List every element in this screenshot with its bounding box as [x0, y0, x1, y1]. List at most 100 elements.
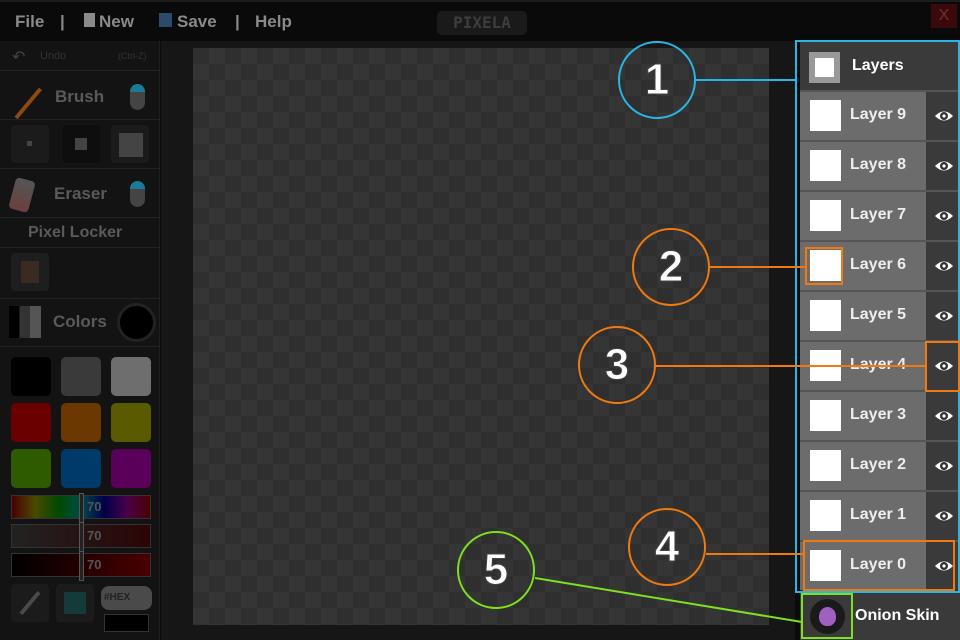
- visibility-toggle[interactable]: [926, 92, 960, 140]
- callout-4: 4: [628, 508, 706, 586]
- highlight-layer-thumbnail: [805, 247, 843, 285]
- eye-icon: [935, 361, 953, 371]
- color-swatch[interactable]: [61, 403, 101, 442]
- color-swatch[interactable]: [61, 449, 101, 488]
- eye-icon: [935, 461, 953, 471]
- colors-header: Colors: [0, 300, 160, 347]
- current-color[interactable]: [117, 303, 156, 342]
- palette-icon: [9, 306, 41, 338]
- visibility-toggle[interactable]: [926, 492, 960, 540]
- color-swatch[interactable]: [61, 357, 101, 396]
- brush-size-small[interactable]: [11, 125, 49, 163]
- layer-row[interactable]: Layer 2: [800, 440, 960, 490]
- eye-icon: [935, 211, 953, 221]
- layer-row[interactable]: Layer 8: [800, 140, 960, 190]
- menu-file[interactable]: File: [15, 12, 45, 31]
- brush-size-large[interactable]: [111, 125, 149, 163]
- visibility-toggle[interactable]: [926, 242, 960, 290]
- menu-bar: File | New Save | Help PIXELA X: [0, 0, 960, 41]
- layer-label: Layer 7: [850, 206, 907, 223]
- layer-thumbnail: [810, 300, 841, 331]
- visibility-toggle[interactable]: [926, 392, 960, 440]
- menu-new[interactable]: New: [84, 12, 134, 32]
- eyedropper-button[interactable]: [11, 584, 49, 622]
- layer-select[interactable]: Layer 3: [800, 392, 926, 440]
- callout-2: 2: [632, 228, 710, 306]
- hex-input[interactable]: #HEX: [101, 586, 152, 610]
- undo-icon: ↶: [12, 49, 26, 66]
- layer-thumbnail: [810, 150, 841, 181]
- lock-character-icon: [21, 261, 39, 283]
- undo-button[interactable]: ↶ Undo (Ctrl-Z): [0, 41, 160, 71]
- visibility-toggle[interactable]: [926, 292, 960, 340]
- layer-select[interactable]: Layer 7: [800, 192, 926, 240]
- layer-row[interactable]: Layer 5: [800, 290, 960, 340]
- layer-label: Layer 9: [850, 106, 907, 123]
- layer-thumbnail: [810, 100, 841, 131]
- layer-row[interactable]: Layer 7: [800, 190, 960, 240]
- layer-row[interactable]: Layer 9: [800, 90, 960, 140]
- onion-icon: [810, 599, 845, 634]
- visibility-toggle[interactable]: [926, 442, 960, 490]
- pixel-locker-section: [0, 249, 160, 299]
- hue-slider[interactable]: 70: [11, 493, 151, 523]
- layer-select[interactable]: Layer 6: [800, 242, 926, 290]
- layer-thumbnail: [810, 400, 841, 431]
- layer-row[interactable]: Layer 1: [800, 490, 960, 540]
- saturation-slider[interactable]: 70: [11, 522, 151, 552]
- file-icon: [84, 13, 95, 27]
- layer-thumbnail: [810, 250, 841, 281]
- highlight-onion-skin: [801, 593, 853, 639]
- slider-thumb[interactable]: [79, 551, 84, 581]
- color-swatch[interactable]: [111, 449, 151, 488]
- layer-select[interactable]: Layer 5: [800, 292, 926, 340]
- highlight-layers-panel: [795, 40, 960, 593]
- eye-icon: [935, 561, 953, 571]
- app-logo: PIXELA: [437, 11, 527, 35]
- color-swatch[interactable]: [111, 403, 151, 442]
- brush-size-medium[interactable]: [62, 125, 100, 163]
- color-swatch[interactable]: [11, 357, 51, 396]
- layer-select[interactable]: Layer 9: [800, 92, 926, 140]
- floppy-icon: [159, 13, 172, 27]
- layer-thumbnail: [810, 200, 841, 231]
- menu-help[interactable]: Help: [255, 12, 292, 31]
- visibility-toggle[interactable]: [926, 192, 960, 240]
- layer-label: Layer 8: [850, 156, 907, 173]
- brush-tool[interactable]: Brush: [0, 72, 160, 120]
- tool-panel: ↶ Undo (Ctrl-Z) Brush Eraser Pixel Locke…: [0, 41, 160, 640]
- eraser-tool[interactable]: Eraser: [0, 168, 160, 218]
- layer-select[interactable]: Layer 1: [800, 492, 926, 540]
- close-button[interactable]: X: [931, 4, 957, 28]
- visibility-toggle[interactable]: [926, 142, 960, 190]
- layer-label: Layer 0: [850, 556, 907, 573]
- layer-label: Layer 2: [850, 456, 907, 473]
- layer-label: Layer 5: [850, 306, 907, 323]
- layers-icon: [809, 52, 840, 83]
- layer-row[interactable]: Layer 3: [800, 390, 960, 440]
- layer-label: Layer 3: [850, 406, 907, 423]
- eye-icon: [935, 311, 953, 321]
- layer-select[interactable]: Layer 8: [800, 142, 926, 190]
- visibility-toggle[interactable]: [926, 342, 960, 390]
- layer-select[interactable]: Layer 0: [800, 542, 926, 590]
- eye-icon: [935, 411, 953, 421]
- menu-save[interactable]: Save: [159, 12, 217, 32]
- layer-select[interactable]: Layer 2: [800, 442, 926, 490]
- color-swatch[interactable]: [11, 449, 51, 488]
- callout-1: 1: [618, 41, 696, 119]
- color-preview-button[interactable]: [56, 584, 94, 622]
- highlight-visibility-toggle: [925, 341, 960, 392]
- pixel-locker-button[interactable]: [11, 253, 49, 291]
- eye-icon: [935, 161, 953, 171]
- onion-skin-button[interactable]: Onion Skin: [800, 592, 960, 640]
- layer-label: Layer 4: [850, 356, 907, 373]
- pixel-canvas[interactable]: [193, 48, 769, 625]
- layer-label: Layer 6: [850, 256, 907, 273]
- brightness-slider[interactable]: 70: [11, 551, 151, 581]
- color-swatch[interactable]: [111, 357, 151, 396]
- menu-separator: |: [235, 12, 240, 31]
- layer-row[interactable]: Layer 6: [800, 240, 960, 290]
- color-swatch[interactable]: [11, 403, 51, 442]
- hex-color-preview: [104, 614, 149, 632]
